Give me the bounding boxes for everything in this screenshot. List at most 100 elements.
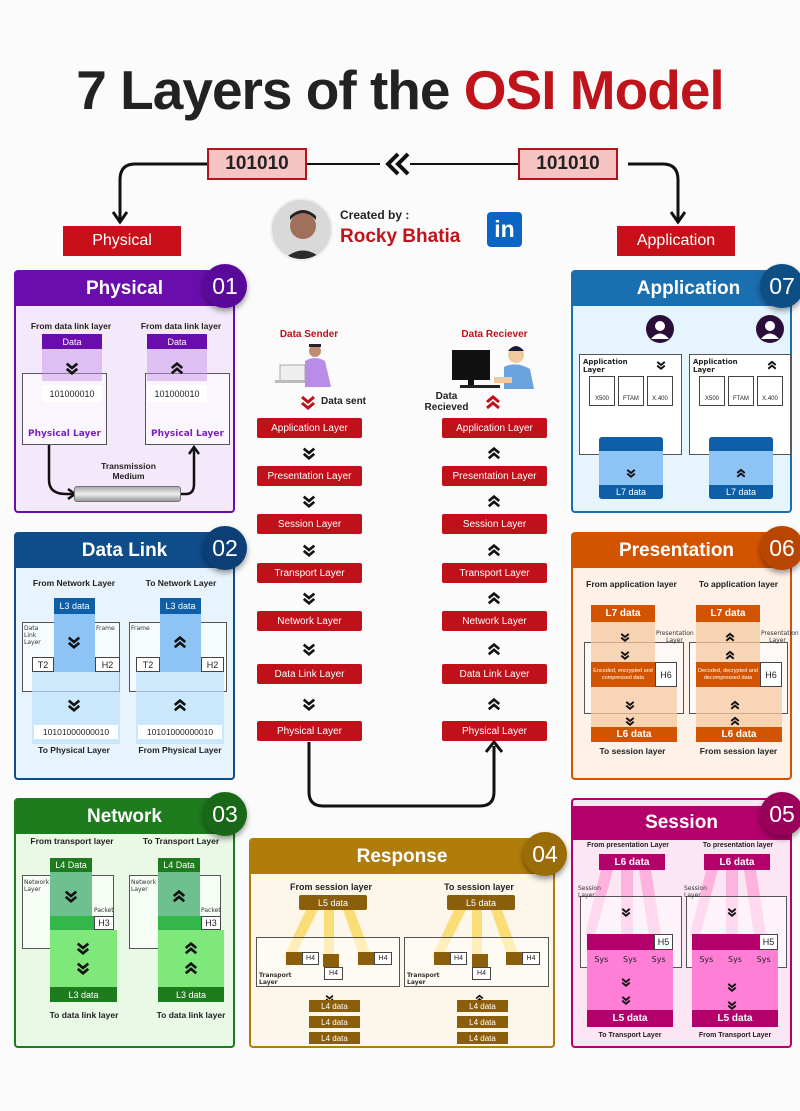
panel-physical: Physical 01 From data link layer Data 10… [14,264,247,513]
segment-header-bar [692,934,759,950]
segment-data: L4 data [457,1016,508,1028]
sys-label: Sys [727,955,742,964]
header-box: H4 [324,967,343,980]
output-block: L5 data [587,1010,673,1027]
bottom-label: To data link layer [156,1010,226,1020]
title-highlight: OSI Model [463,59,725,121]
data-received-label: Data Recieved [424,391,469,413]
chevron-up-icon [736,463,746,478]
layer-label: Transport Layer [407,972,440,986]
frame-label: Frame [131,625,150,632]
chevron-up-icon [725,645,735,660]
layer-label: Application Layer [583,358,628,374]
created-by-label: Created by : [340,208,410,222]
chevron-down-icon [621,972,631,987]
caption: From session layer [289,882,373,892]
chevron-down-icon [302,590,316,605]
sender-layer-2: Presentation Layer [257,466,362,486]
sender-layer-6: Data Link Layer [257,664,362,684]
layer-label: Network Layer [24,879,50,893]
transmission-medium-cable [74,486,181,502]
chevron-up-icon [487,641,501,655]
output-block: L6 data [696,727,782,742]
user-avatar-icon [646,315,674,343]
chevron-down-icon [727,977,737,992]
chevron-down-icon [302,696,316,711]
chevron-down-icon [76,960,90,975]
segment-data: L4 data [309,1000,360,1012]
panel-data-link: Data Link 02 From Network Layer Data Lin… [14,526,247,780]
chevron-down-icon [302,445,316,460]
receiver-layer-7: Physical Layer [442,721,547,741]
chevron-up-icon [487,445,501,460]
data-shade [50,872,92,916]
header-box: H4 [472,967,491,980]
layer-label: Data Link Layer [24,625,41,646]
bottom-label: From Physical Layer [138,745,222,755]
red-chevron-down-icon [300,394,316,410]
endpoint-application: Application [617,226,735,256]
sys-label: Sys [594,955,609,964]
receiver-layer-3: Session Layer [442,514,547,534]
output-block: L3 data [50,987,117,1002]
trailer-box: T2 [32,657,54,672]
caption: To session layer [444,882,514,892]
binary-box-right: 101010 [518,148,618,180]
output-block: L5 data [692,1010,778,1027]
chevron-up-icon [184,960,198,975]
caption: From data link layer [140,321,222,331]
segment-block [506,952,522,965]
process-block: Encoded, encrypted and compressed data [591,662,655,687]
protocol-list: X500 FTAM X.400 [589,376,673,406]
data-shade [591,622,655,662]
segment-block [358,952,374,965]
chevron-down-icon [325,988,334,1003]
output-shade [591,687,677,727]
chevron-up-icon [767,355,777,370]
chevron-down-icon [64,888,78,903]
layer-number-badge: 06 [760,526,800,570]
sender-illustration [275,344,331,387]
segment-data: L4 data [457,1000,508,1012]
chevron-down-icon [620,645,630,660]
sys-label: Sys [699,955,714,964]
chevron-down-icon [625,711,635,726]
author-name: Rocky Bhatia [340,226,461,247]
layer-label: Transport Layer [259,972,292,986]
layer-label: Session Layer [684,885,707,899]
caption: To Network Layer [145,578,217,588]
data-shade [158,872,200,916]
receiver-layer-4: Transport Layer [442,563,547,583]
user-avatar-icon [756,315,784,343]
layer-number-badge: 02 [203,526,247,570]
segment-header-bar [587,934,654,950]
linkedin-icon[interactable]: in [487,212,522,247]
data-block: Data [147,334,207,349]
data-sender-label: Data Sender [279,329,339,340]
panel-title: Response [251,840,553,874]
segment-data: L4 data [309,1032,360,1044]
panel-response: Response 04 From session layer L5 data H… [249,832,567,1048]
chevron-up-icon [730,695,740,710]
receiver-layer-5: Network Layer [442,611,547,631]
bottom-label: From Transport Layer [698,1032,772,1039]
panel-title: Session [573,806,790,840]
sender-layer-1: Application Layer [257,418,362,438]
chevron-up-icon [172,888,186,903]
chevron-up-icon [173,634,187,649]
chevron-up-icon [487,542,501,556]
header-box: H5 [759,934,778,950]
header-box: H3 [201,916,221,930]
packet-body [158,916,201,930]
layer-label: Physical Layer [151,429,224,439]
chevron-down-icon [621,990,631,1005]
caption: From application layer [586,579,677,589]
frame-label: Frame [96,625,115,632]
receiver-layer-6: Data Link Layer [442,664,547,684]
output-label: L7 data [599,485,663,499]
panel-session: Session 05 From presentation Layer Sessi… [571,792,800,1048]
data-receiver-label: Data Reciever [461,329,528,340]
process-block: Decoded, decrypted and decompressed data [696,662,760,687]
title-part1: 7 Layers of the [76,59,464,121]
